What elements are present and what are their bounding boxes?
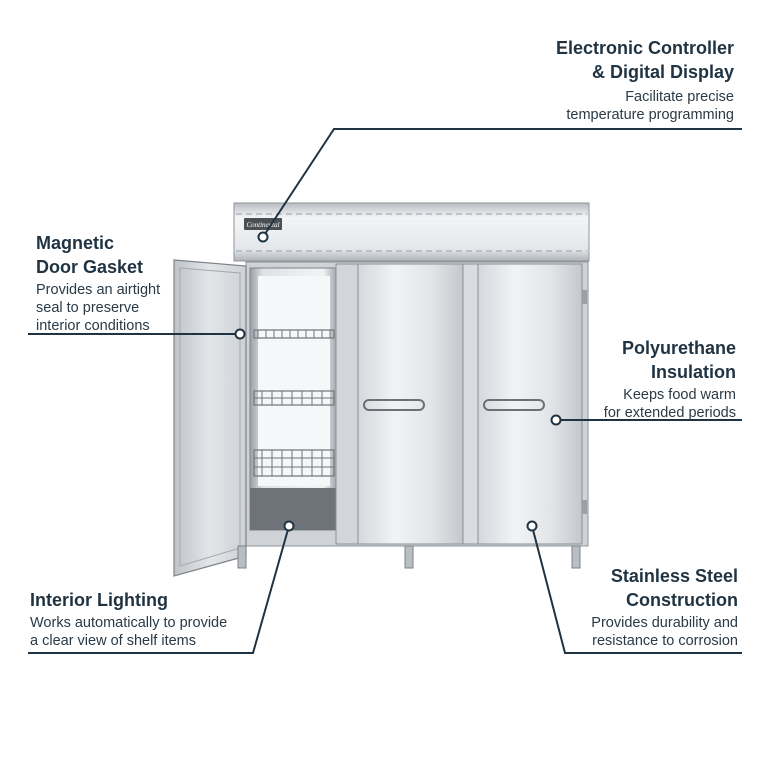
- callout-description: Works automatically to provide a clear v…: [30, 615, 228, 649]
- callout-controller: Electronic Controller & Digital Display …: [556, 36, 734, 124]
- callout-description: Facilitate precise temperature programmi…: [566, 89, 734, 123]
- open-compartment: [249, 267, 337, 531]
- wire-shelf: [253, 329, 335, 339]
- leader-steel: [531, 525, 742, 654]
- wire-shelf: [253, 390, 335, 406]
- callout-title: Interior Lighting: [30, 590, 168, 610]
- callout-description: Provides an airtight seal to preserve in…: [36, 282, 161, 334]
- door-handle: [483, 399, 545, 411]
- marker-gasket: [234, 328, 246, 340]
- marker-lighting: [283, 520, 295, 532]
- door-handle: [363, 399, 425, 411]
- callout-insulation: Polyurethane Insulation Keeps food warm …: [604, 336, 736, 422]
- callout-title: Stainless Steel Construction: [610, 566, 738, 610]
- leader-controller: [262, 128, 742, 238]
- callout-title: Electronic Controller & Digital Display: [555, 38, 734, 82]
- door-mullion: [462, 263, 479, 545]
- callout-steel: Stainless Steel Construction Provides du…: [591, 564, 738, 650]
- callout-description: Provides durability and resistance to co…: [591, 615, 738, 649]
- wire-shelf: [253, 449, 335, 477]
- brand-plate-text: Continental: [246, 221, 279, 229]
- marker-insulation: [550, 414, 562, 426]
- callout-title: Polyurethane Insulation: [621, 338, 736, 382]
- door-mullion: [335, 263, 359, 545]
- marker-steel: [526, 520, 538, 532]
- callout-title: Magnetic Door Gasket: [36, 233, 144, 277]
- callout-gasket: Magnetic Door Gasket Provides an airtigh…: [36, 231, 160, 335]
- cabinet-legs: [237, 545, 581, 569]
- callout-lighting: Interior Lighting Works automatically to…: [30, 588, 227, 650]
- closed-door-middle: [352, 263, 464, 545]
- closed-door-right: [472, 263, 587, 545]
- marker-controller: [257, 231, 269, 243]
- leader-lighting: [28, 525, 290, 654]
- callout-description: Keeps food warm for extended periods: [603, 387, 736, 421]
